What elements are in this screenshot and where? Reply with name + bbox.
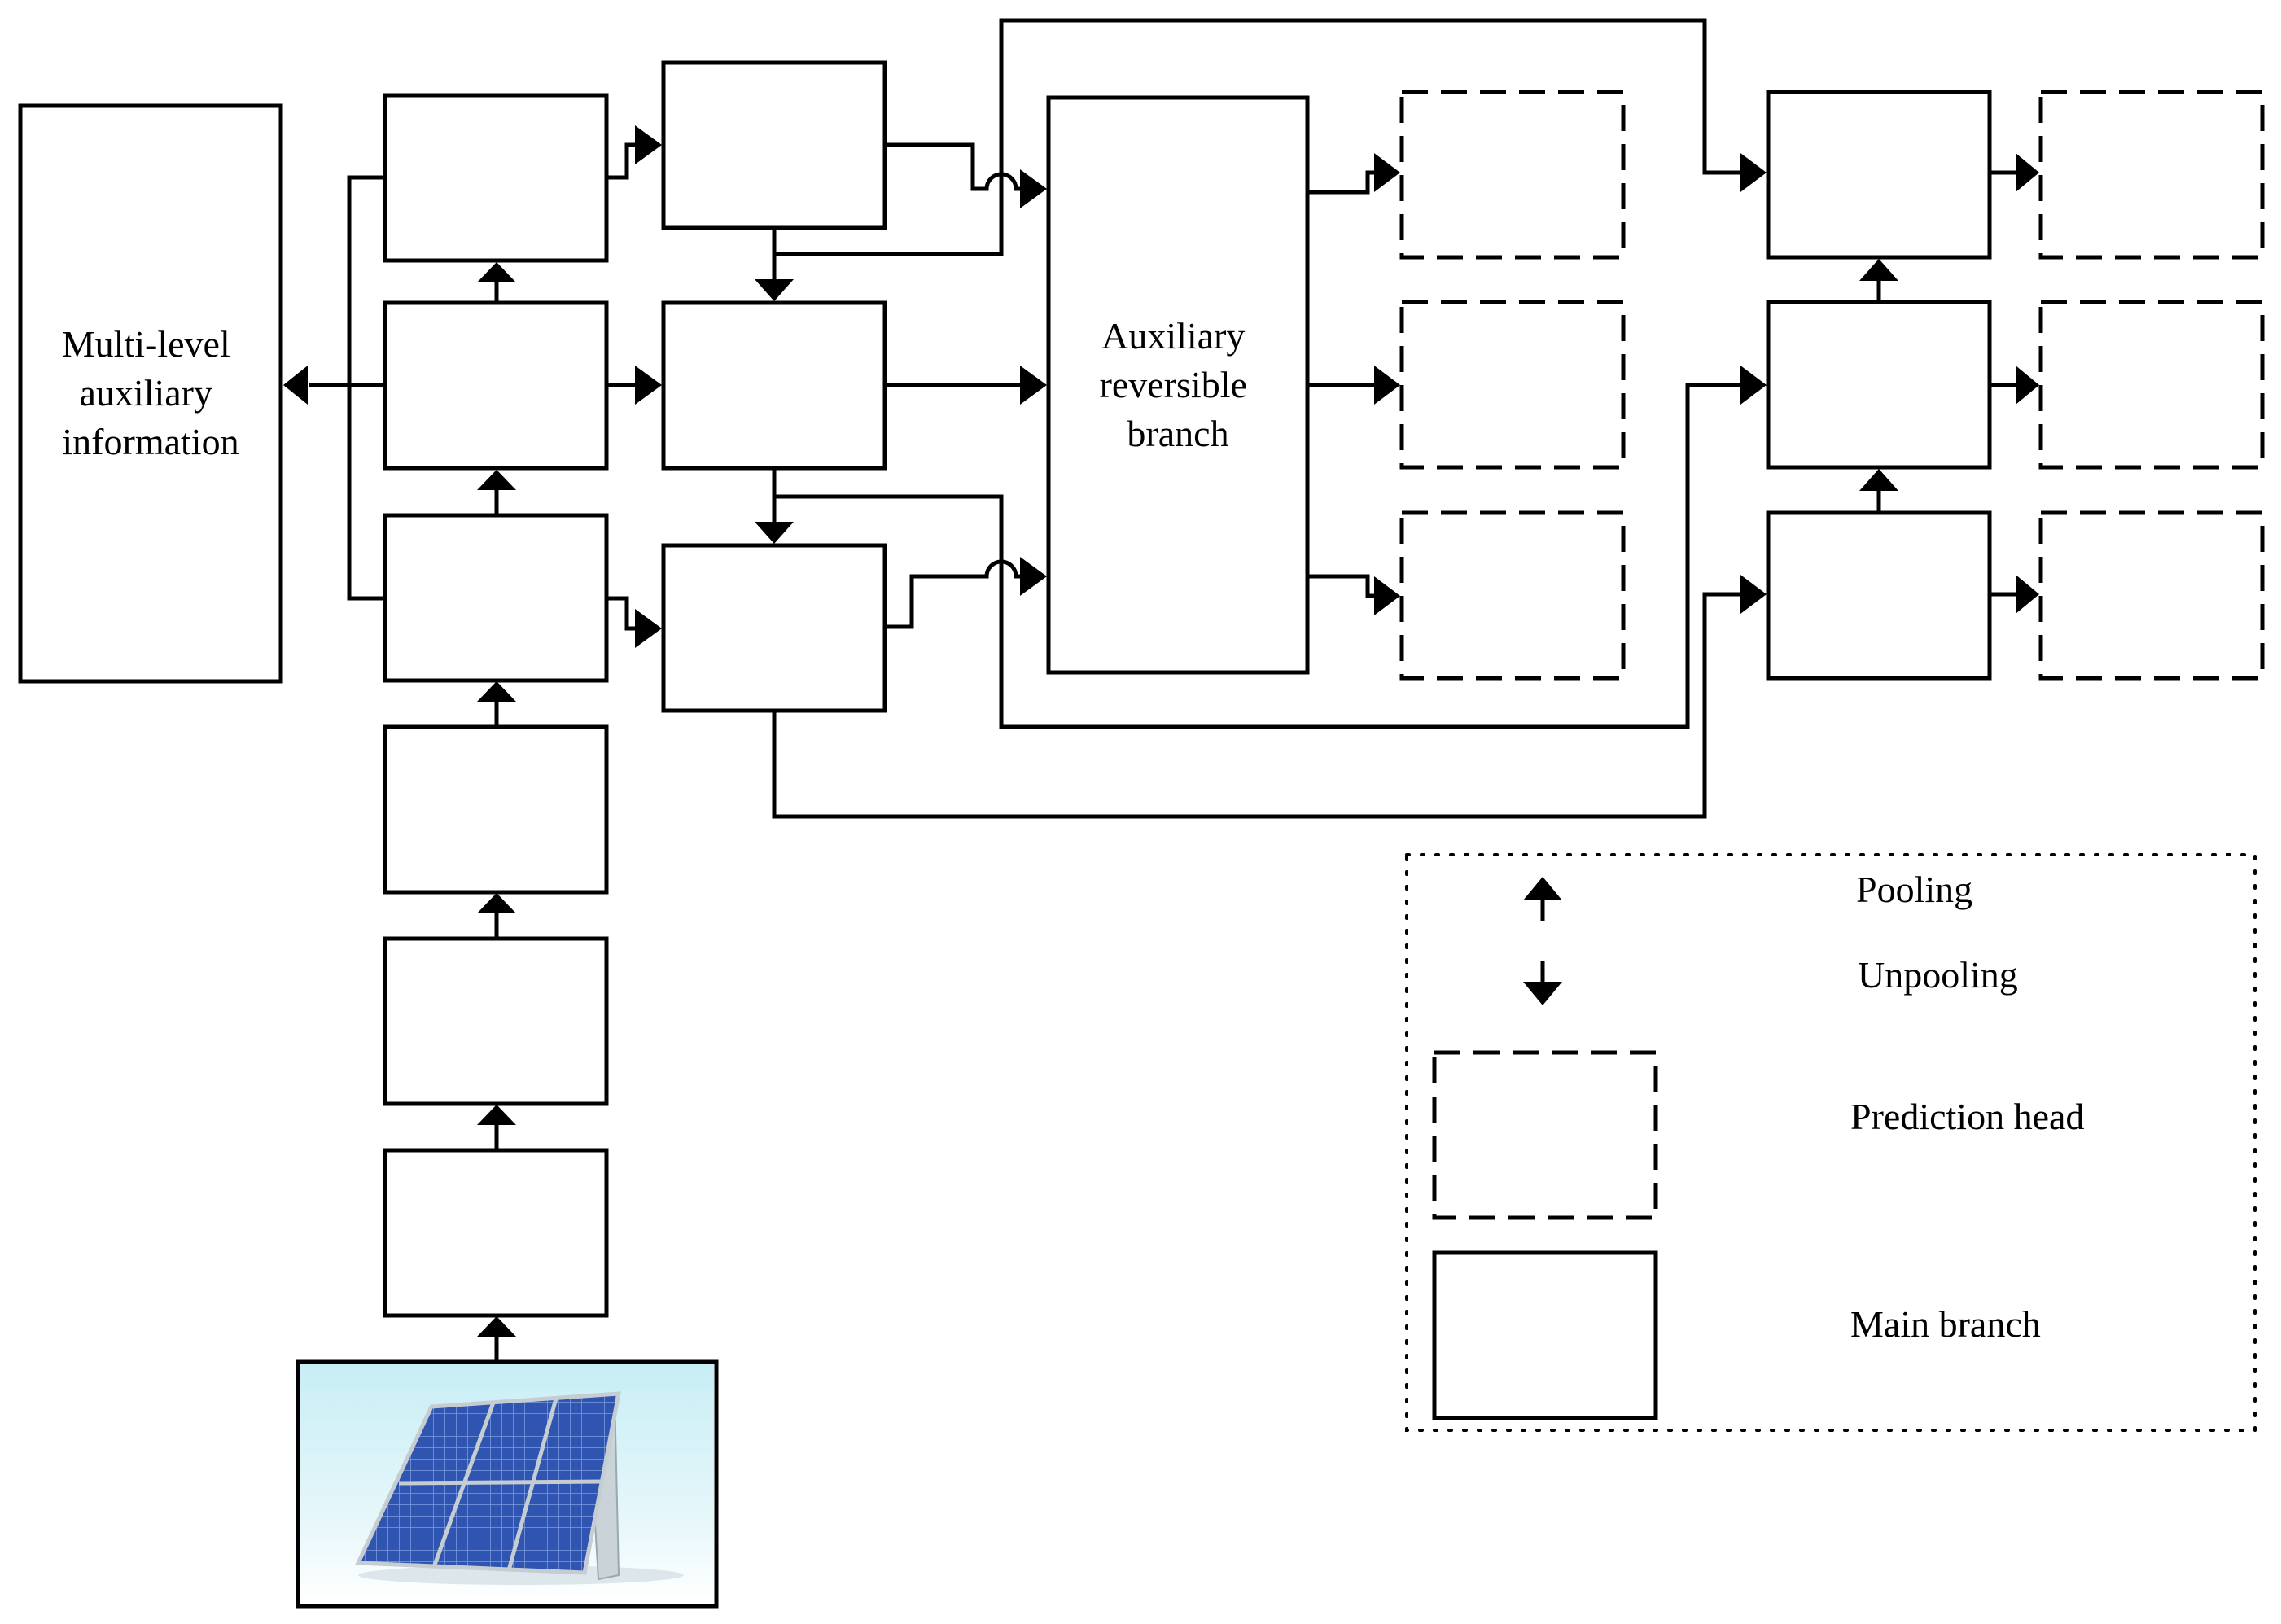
legend-unpooling-label: Unpooling [1858, 954, 2018, 996]
aux-reversible-label-line-1: Auxiliary [1101, 315, 1245, 357]
aux-reversible-label-line-3: branch [1127, 413, 1228, 454]
legend-pooling-label: Pooling [1856, 869, 1972, 910]
main-branch-block-3 [1766, 510, 1992, 681]
pool-arrow-icon [477, 1316, 516, 1337]
pool-arrow-icon [1859, 469, 1898, 491]
main-prediction-head-1 [2038, 90, 2265, 260]
legend-main-branch-symbol [1432, 1250, 1658, 1420]
pool-arrow-icon [1859, 259, 1898, 281]
input-image-frame [296, 1359, 719, 1609]
main-prediction-head-3 [2038, 510, 2265, 681]
aux-reversible-label-line-2: reversible [1100, 364, 1247, 405]
backbone-block-5 [383, 936, 609, 1106]
backbone-block-4 [383, 724, 609, 895]
multi-level-aux-label-line-1: Multi-level [62, 323, 230, 365]
solar-panel-image [300, 1364, 714, 1604]
legend-main-branch-label: Main branch [1850, 1303, 2041, 1345]
multi-level-aux-label-line-2: auxiliary [80, 372, 213, 414]
aux-prediction-head-1 [1399, 90, 1626, 260]
aux-prediction-head-3 [1399, 510, 1626, 681]
legend-unpooling-arrow-icon [1523, 982, 1562, 1005]
legend-prediction-head-symbol [1432, 1050, 1658, 1220]
multi-level-aux-label-line-3: information [62, 421, 239, 462]
multi-level-aux-box [18, 103, 283, 684]
backbone-block-6 [383, 1148, 609, 1318]
aux-prediction-head-2 [1399, 300, 1626, 470]
neck-block-3 [661, 543, 887, 713]
legend-prediction-head-label: Prediction head [1850, 1096, 2084, 1137]
neck-block-1 [661, 60, 887, 230]
pool-arrow-icon [477, 893, 516, 913]
backbone-block-2 [383, 300, 609, 471]
main-branch-block-1 [1766, 90, 1992, 260]
unpool-arrow-icon [755, 522, 794, 544]
pool-arrow-icon [477, 470, 516, 490]
multi-level-aux-label: Multi-level auxiliary information [62, 323, 239, 462]
main-prediction-head-2 [2038, 300, 2265, 470]
legend-pooling-arrow-icon [1523, 877, 1562, 900]
backbone-block-1 [383, 93, 609, 263]
legend-frame [1405, 853, 2257, 1432]
backbone-block-3 [383, 513, 609, 683]
unpool-arrow-icon [755, 279, 794, 301]
main-branch-block-2 [1766, 300, 1992, 470]
pool-arrow-icon [477, 262, 516, 282]
pool-arrow-icon [477, 1105, 516, 1125]
aux-reversible-label: Auxiliary reversible branch [1100, 315, 1257, 454]
pool-arrow-icon [477, 681, 516, 702]
neck-block-2 [661, 300, 887, 471]
